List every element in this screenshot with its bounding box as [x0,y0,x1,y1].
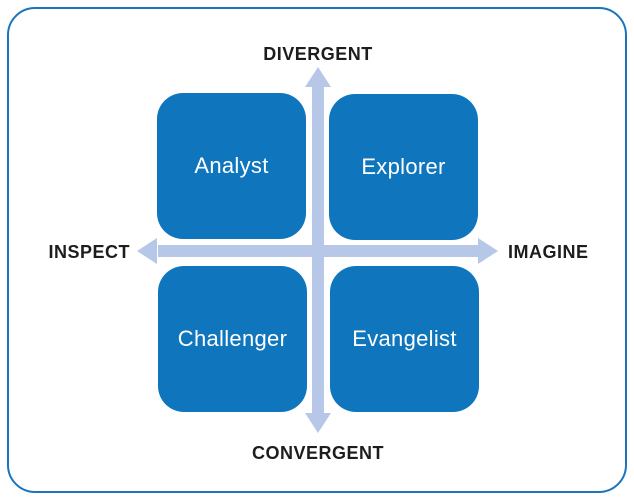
arrow-down-icon [305,413,331,433]
quadrant-label: Analyst [194,153,269,178]
quadrant-evangelist: Evangelist [330,266,479,412]
axis-label-divergent: DIVERGENT [263,44,373,64]
axis-label-imagine: IMAGINE [508,242,589,262]
axis-label-convergent: CONVERGENT [251,443,385,463]
quadrant-challenger: Challenger [158,266,307,412]
quadrant-label: Explorer [361,154,446,179]
arrow-right-icon [478,238,498,264]
arrow-left-icon [137,238,157,264]
arrow-up-icon [305,67,331,87]
quadrant-analyst: Analyst [157,93,306,239]
axis-label-inspect: INSPECT [48,242,130,262]
quadrant-label: Challenger [177,326,288,351]
horizontal-axis-line [158,245,478,257]
quadrant-label: Evangelist [352,326,457,351]
quadrant-explorer: Explorer [329,94,478,240]
